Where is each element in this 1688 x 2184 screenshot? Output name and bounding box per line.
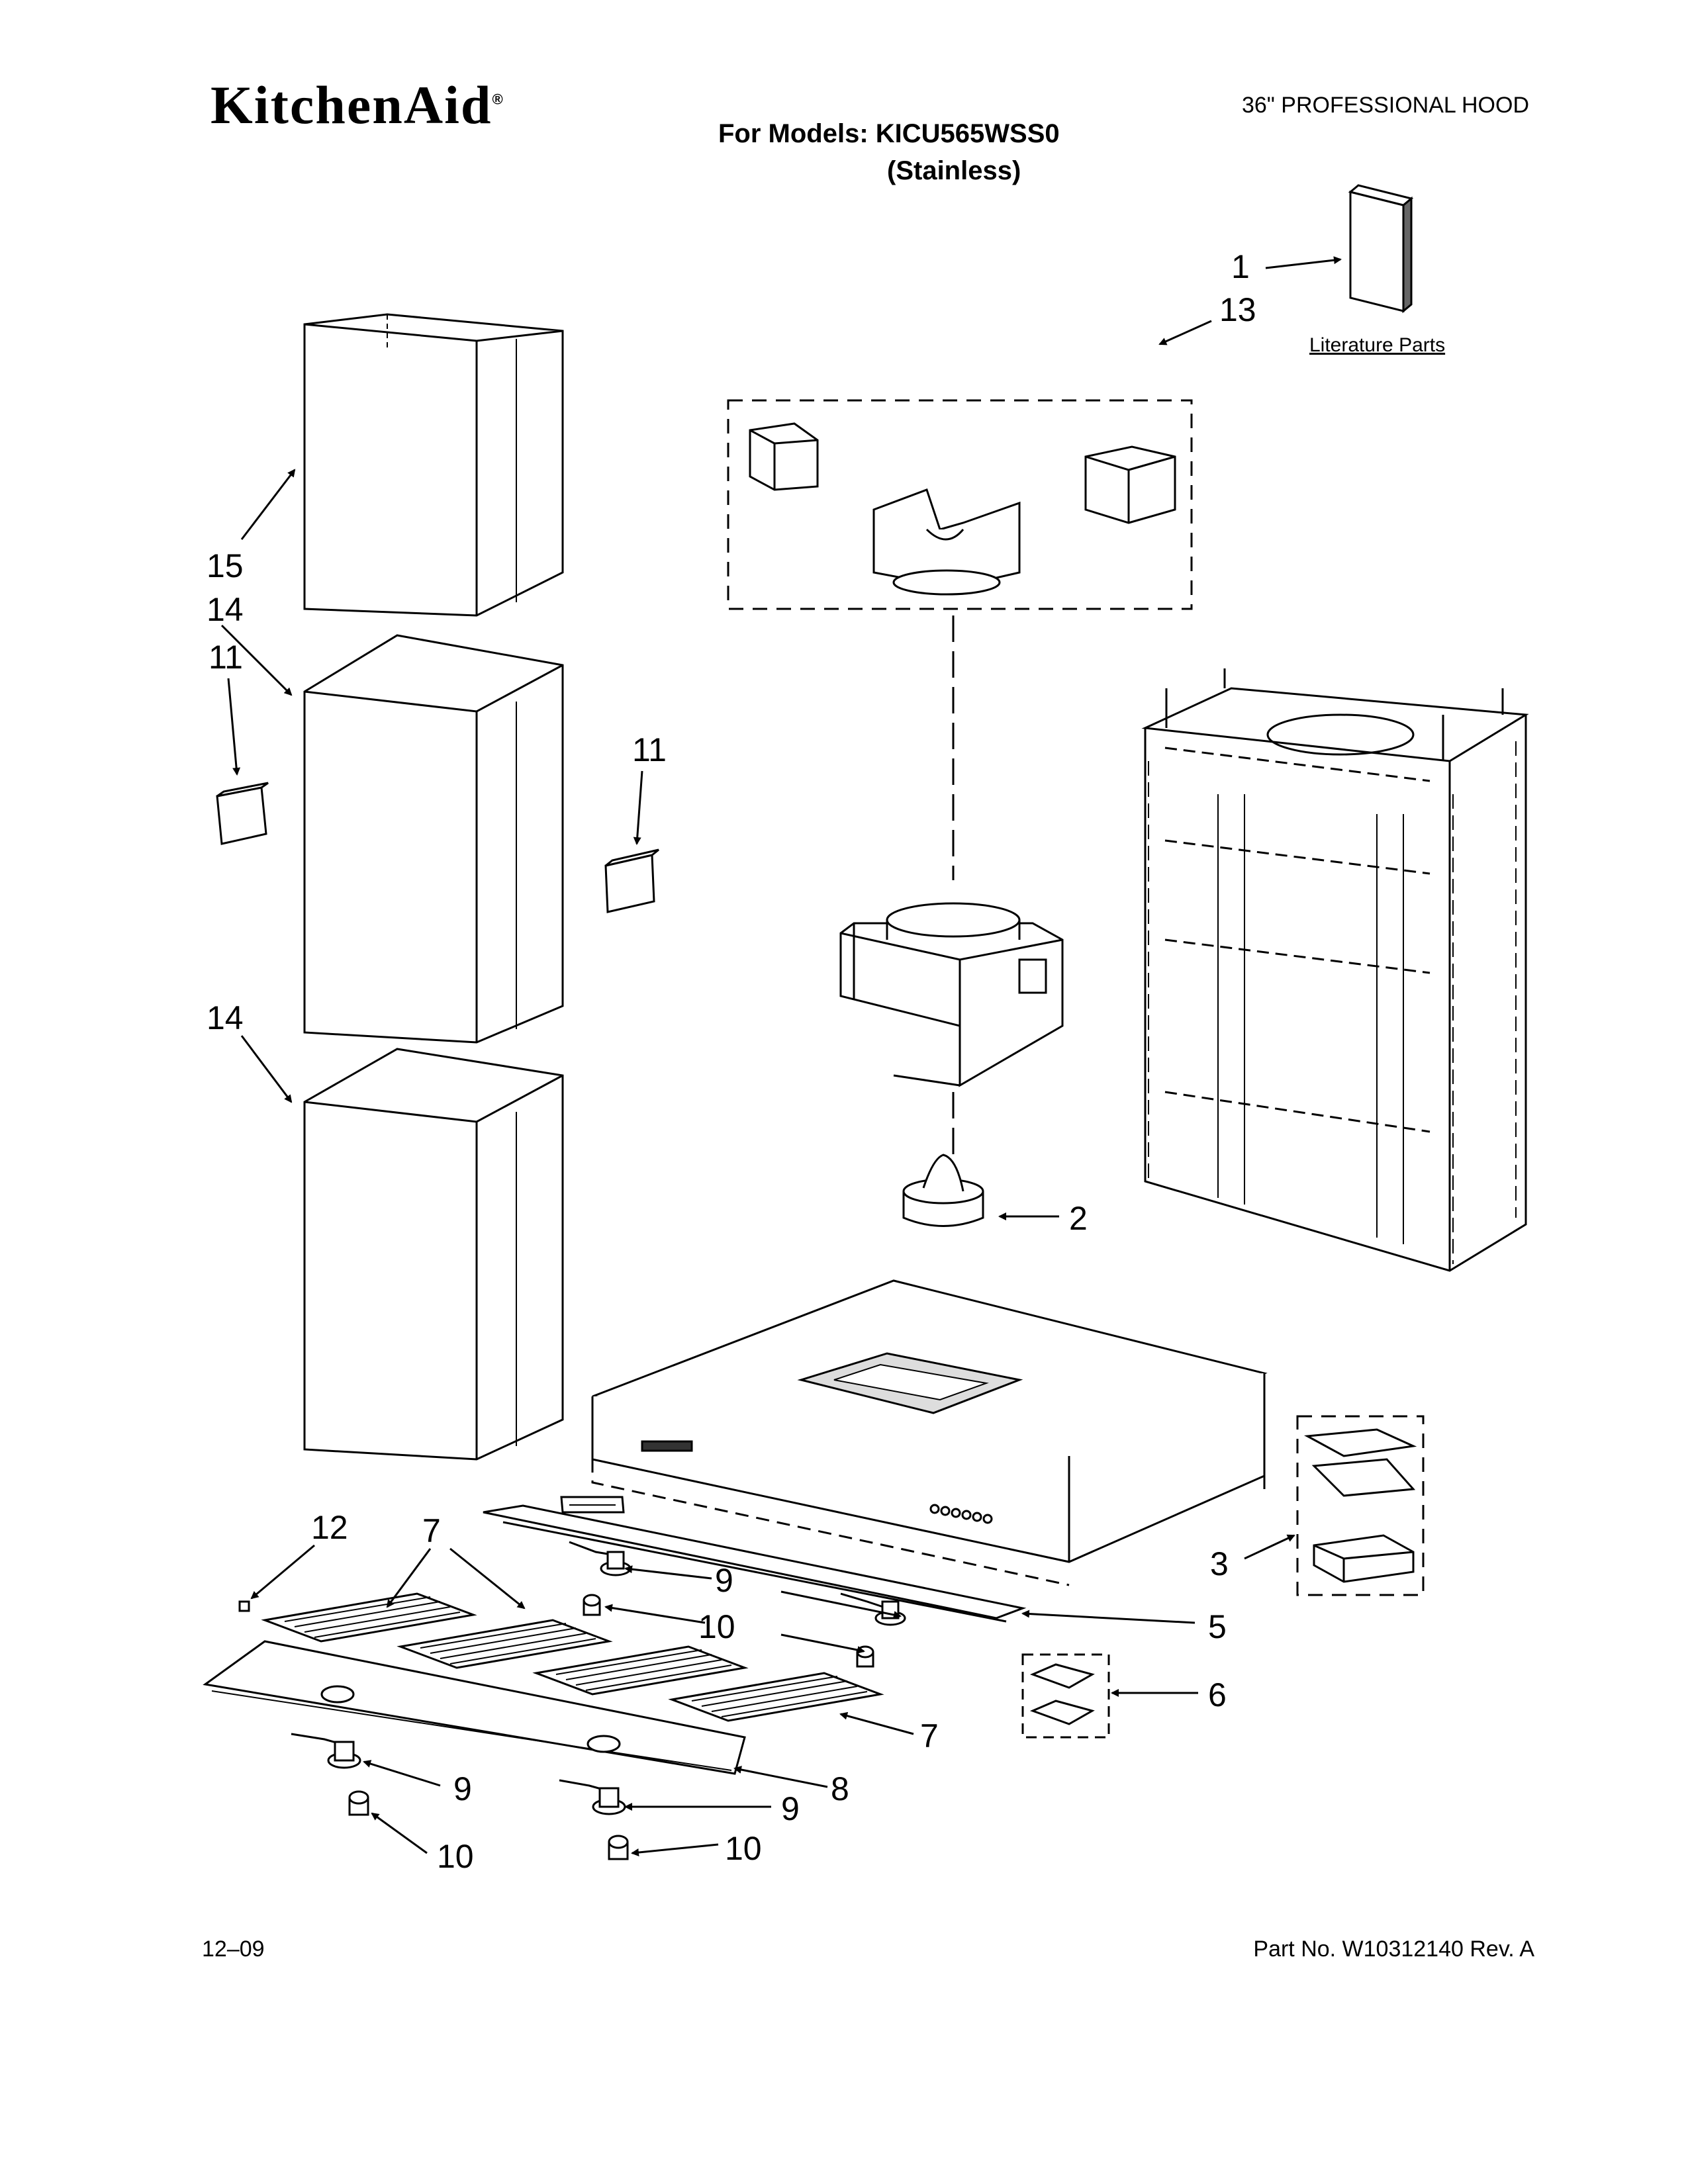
screw bbox=[238, 1600, 250, 1612]
brand-name: KitchenAid bbox=[211, 75, 492, 135]
callout-8: 8 bbox=[831, 1770, 849, 1807]
light-socket-lower-a bbox=[291, 1733, 361, 1769]
callout-7-top: 7 bbox=[422, 1512, 441, 1549]
damper bbox=[902, 1154, 984, 1227]
switch-assembly bbox=[1021, 1653, 1110, 1739]
leader-arrows bbox=[220, 256, 1342, 1856]
light-bulb-upper-b bbox=[856, 1645, 874, 1668]
callout-2: 2 bbox=[1069, 1200, 1088, 1237]
grease-filters bbox=[261, 1592, 884, 1722]
part-number: Part No. W10312140 Rev. A bbox=[1253, 1936, 1534, 1962]
callout-12: 12 bbox=[311, 1509, 348, 1546]
brand-mark: ® bbox=[492, 91, 504, 108]
chimney-middle-14 bbox=[303, 634, 564, 1044]
light-bulb-lower-b bbox=[608, 1835, 629, 1860]
light-socket-upper-a bbox=[569, 1541, 632, 1576]
callout-11-left: 11 bbox=[209, 639, 243, 676]
callout-6: 6 bbox=[1208, 1676, 1227, 1713]
literature-booklet bbox=[1348, 184, 1414, 314]
spacer-left-11 bbox=[216, 782, 269, 845]
chimney-bottom-14 bbox=[303, 1048, 564, 1461]
light-bulb-upper-a bbox=[583, 1594, 601, 1616]
callout-10-lower-a: 10 bbox=[437, 1838, 474, 1875]
light-socket-upper-b bbox=[840, 1592, 906, 1626]
callout-7-bottom: 7 bbox=[920, 1717, 939, 1754]
kitchenaid-badge bbox=[560, 1496, 625, 1514]
control-boards bbox=[1296, 1415, 1425, 1596]
spacer-right-11 bbox=[604, 848, 659, 913]
product-title: 36" PROFESSIONAL HOOD bbox=[1241, 93, 1529, 118]
literature-parts-label: Literature Parts bbox=[1309, 334, 1446, 356]
light-bulb-lower-a bbox=[348, 1790, 369, 1816]
hood-body bbox=[591, 1279, 1268, 1563]
chimney-top-15 bbox=[303, 313, 564, 617]
callout-11-right: 11 bbox=[632, 731, 667, 768]
light-socket-lower-b bbox=[559, 1779, 626, 1815]
mounting-frame bbox=[1141, 668, 1529, 1272]
callout-labels: 1 13 15 14 11 11 14 2 12 7 9 10 3 5 6 7 … bbox=[207, 248, 1256, 1875]
callout-14-bottom: 14 bbox=[207, 999, 244, 1036]
models-line: For Models: KICU565WSS0 bbox=[718, 119, 1060, 148]
callout-10-upper: 10 bbox=[698, 1608, 735, 1645]
date-code: 12–09 bbox=[202, 1936, 265, 1962]
front-trim-bar bbox=[483, 1504, 1027, 1623]
finish-line: (Stainless) bbox=[887, 156, 1021, 185]
callout-13: 13 bbox=[1219, 291, 1256, 328]
callout-5: 5 bbox=[1208, 1608, 1227, 1645]
callout-14-top: 14 bbox=[207, 591, 244, 628]
duct-adaptor-kit bbox=[727, 399, 1193, 610]
callout-15: 15 bbox=[207, 547, 244, 584]
blower-assembly bbox=[839, 902, 1064, 1087]
callout-9-upper: 9 bbox=[715, 1562, 733, 1599]
bottom-panel bbox=[203, 1640, 746, 1775]
callout-3: 3 bbox=[1210, 1545, 1229, 1582]
brand-logo: KitchenAid® bbox=[211, 74, 504, 136]
callout-9-lower-b: 9 bbox=[781, 1790, 800, 1827]
callout-9-lower-a: 9 bbox=[453, 1770, 472, 1807]
callout-1: 1 bbox=[1231, 248, 1250, 285]
callout-10-lower-b: 10 bbox=[725, 1830, 762, 1867]
